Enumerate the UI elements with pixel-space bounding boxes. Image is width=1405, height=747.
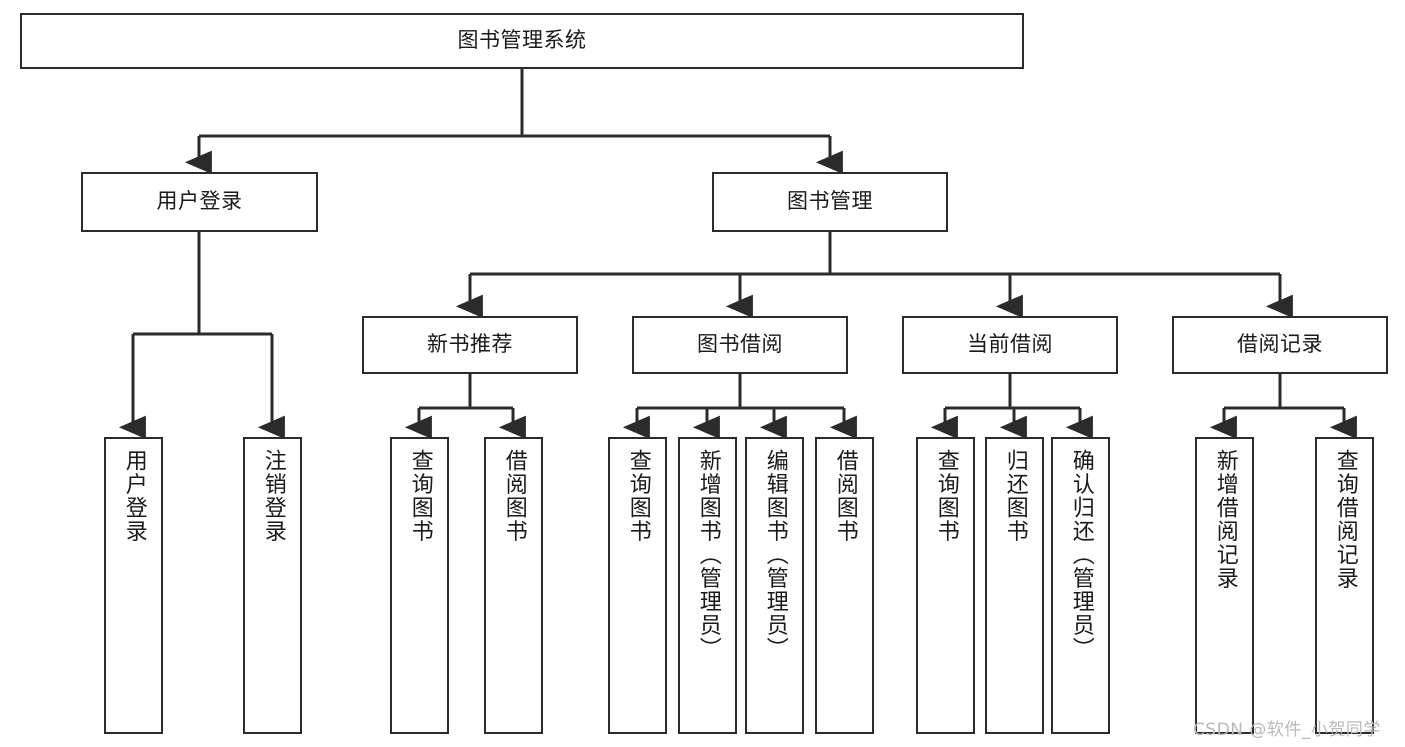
node-root-label: 图书管理系统 bbox=[457, 28, 587, 53]
node-leaf-add-book[interactable]: 新增图书（管理员） bbox=[678, 437, 737, 734]
node-book-manage-label: 图书管理 bbox=[787, 189, 873, 214]
node-leaf-add-book-label: 新增图书（管理员） bbox=[695, 449, 721, 661]
node-leaf-query-record[interactable]: 查询借阅记录 bbox=[1315, 437, 1374, 734]
node-leaf-query-book-2-label: 查询图书 bbox=[625, 449, 651, 543]
node-leaf-query-record-label: 查询借阅记录 bbox=[1332, 449, 1358, 590]
node-current-borrow-label: 当前借阅 bbox=[967, 332, 1053, 357]
node-current-borrow[interactable]: 当前借阅 bbox=[902, 316, 1118, 374]
node-root[interactable]: 图书管理系统 bbox=[20, 13, 1024, 69]
node-leaf-return-book[interactable]: 归还图书 bbox=[985, 437, 1044, 734]
node-user-login-label: 用户登录 bbox=[156, 189, 243, 214]
node-leaf-query-book-1[interactable]: 查询图书 bbox=[390, 437, 449, 734]
node-leaf-borrow-book-1[interactable]: 借阅图书 bbox=[484, 437, 543, 734]
node-leaf-add-record[interactable]: 新增借阅记录 bbox=[1195, 437, 1254, 734]
node-book-borrow-label: 图书借阅 bbox=[697, 332, 783, 357]
node-leaf-user-login-label: 用户登录 bbox=[121, 449, 147, 543]
node-leaf-return-book-label: 归还图书 bbox=[1002, 449, 1028, 543]
node-new-book-recommend[interactable]: 新书推荐 bbox=[362, 316, 578, 374]
node-leaf-edit-book[interactable]: 编辑图书（管理员） bbox=[745, 437, 804, 734]
node-leaf-confirm-return[interactable]: 确认归还（管理员） bbox=[1051, 437, 1110, 734]
node-leaf-query-book-3[interactable]: 查询图书 bbox=[916, 437, 975, 734]
node-user-login[interactable]: 用户登录 bbox=[81, 172, 318, 232]
node-leaf-query-book-3-label: 查询图书 bbox=[933, 449, 959, 543]
node-leaf-query-book-2[interactable]: 查询图书 bbox=[608, 437, 667, 734]
node-leaf-logout[interactable]: 注销登录 bbox=[243, 437, 302, 734]
node-leaf-borrow-book-2[interactable]: 借阅图书 bbox=[815, 437, 874, 734]
node-book-borrow[interactable]: 图书借阅 bbox=[632, 316, 848, 374]
node-leaf-user-login[interactable]: 用户登录 bbox=[104, 437, 163, 734]
node-leaf-confirm-return-label: 确认归还（管理员） bbox=[1068, 449, 1094, 661]
node-borrow-record[interactable]: 借阅记录 bbox=[1172, 316, 1388, 374]
node-leaf-query-book-1-label: 查询图书 bbox=[407, 449, 433, 543]
node-borrow-record-label: 借阅记录 bbox=[1237, 332, 1323, 357]
csdn-watermark: CSDN @软件_小贺同学 bbox=[1193, 720, 1381, 740]
node-leaf-borrow-book-1-label: 借阅图书 bbox=[501, 449, 527, 543]
node-leaf-add-record-label: 新增借阅记录 bbox=[1212, 449, 1238, 590]
node-new-book-recommend-label: 新书推荐 bbox=[427, 332, 513, 357]
node-leaf-borrow-book-2-label: 借阅图书 bbox=[832, 449, 858, 543]
node-leaf-logout-label: 注销登录 bbox=[260, 449, 286, 543]
node-leaf-edit-book-label: 编辑图书（管理员） bbox=[762, 449, 788, 661]
node-book-manage[interactable]: 图书管理 bbox=[712, 172, 948, 232]
